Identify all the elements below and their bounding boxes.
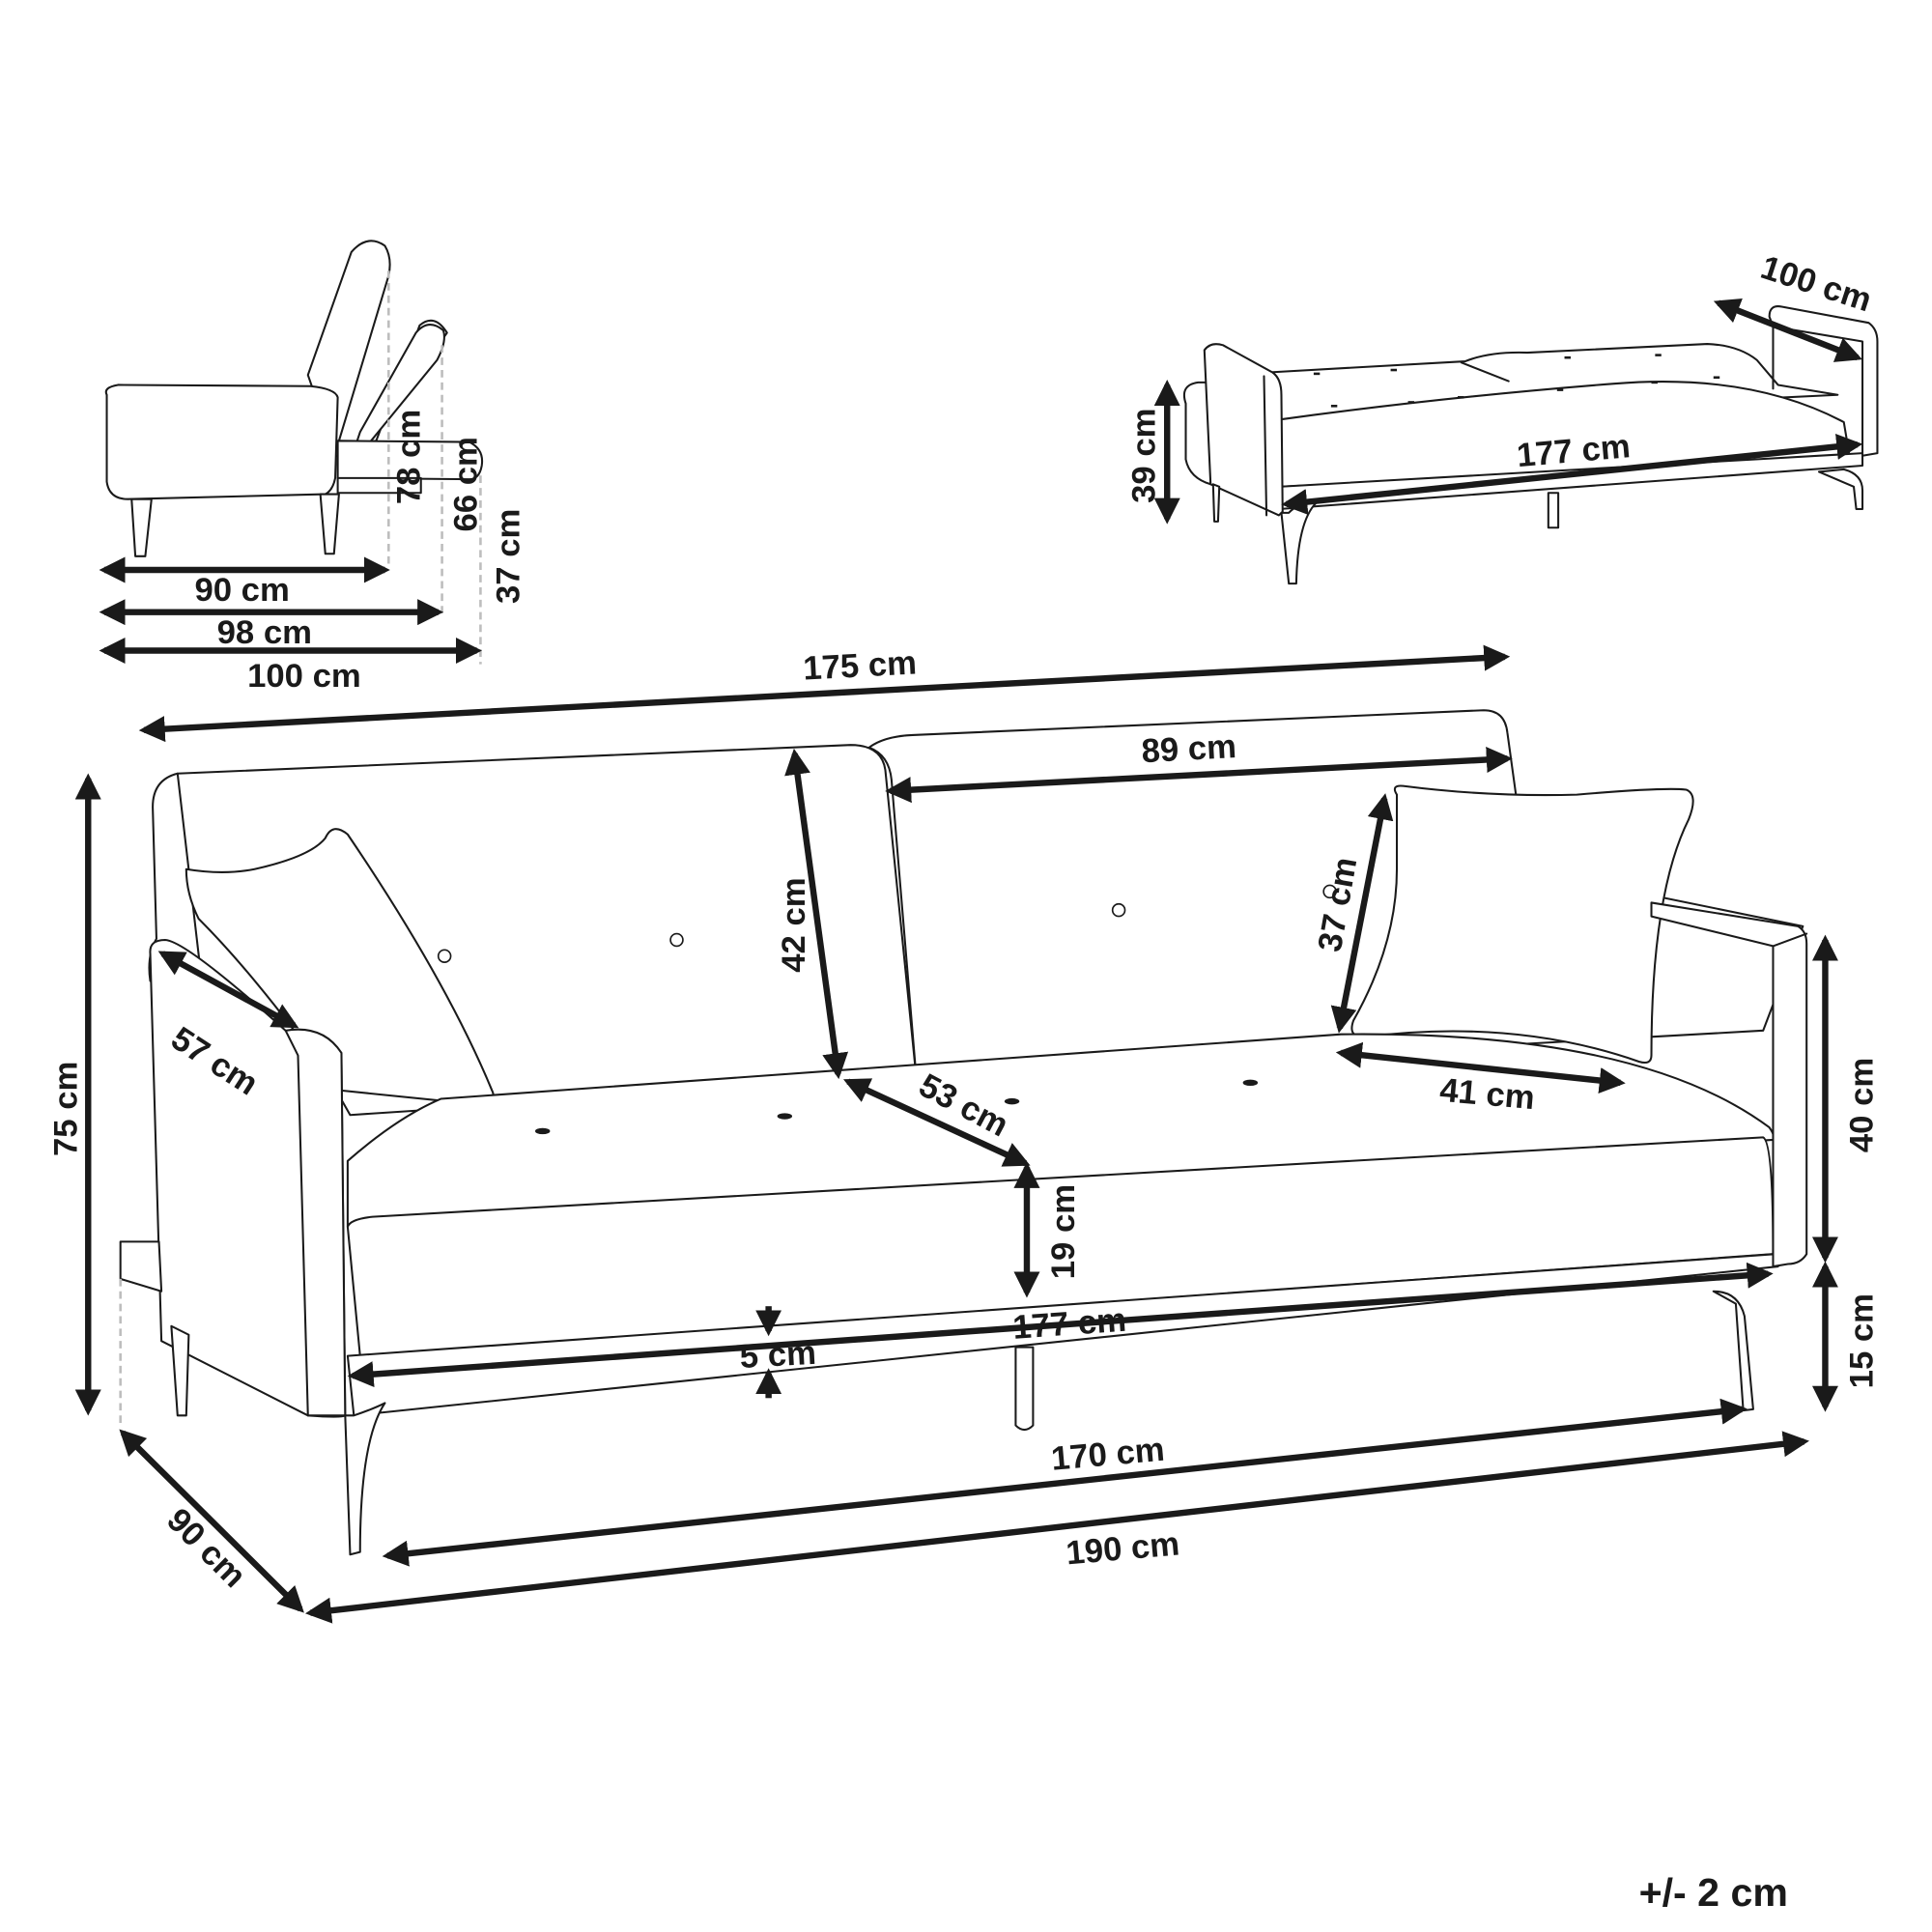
main-leg-front-left: [344, 1402, 386, 1556]
bed-leg-center: [1547, 492, 1560, 529]
main-view: 175 cm 89 cm 42 cm 37 cm 41 cm 57 cm 53 …: [48, 644, 1880, 1624]
main-leg-center: [1014, 1346, 1035, 1432]
main-leg-left-back: [170, 1324, 190, 1417]
dim-main-170: [382, 1398, 1747, 1567]
side-seat-block: [104, 384, 339, 500]
label-armrest-height: 40 cm: [1843, 1058, 1880, 1152]
bed-tufts: [1313, 354, 1720, 408]
side-view: 90 cm 98 cm 100 cm 78 cm 66 cm 37 cm: [99, 240, 526, 695]
main-leg-front-right: [1712, 1290, 1754, 1412]
label-bed-height: 39 cm: [1125, 409, 1162, 503]
label-overall-back-width: 175 cm: [802, 644, 917, 687]
dim-main-41: [1335, 1041, 1626, 1094]
back-button-1: [669, 932, 684, 948]
side-back-reclined-panel: [346, 324, 445, 470]
main-arm-left-face: [284, 1028, 347, 1417]
bed-left-arm: [1203, 343, 1284, 517]
dim-main-42: [784, 748, 849, 1080]
bed-leg-front-left: [1280, 501, 1318, 585]
label-side-width-reclined: 98 cm: [217, 614, 312, 651]
tolerance-note: +/- 2 cm: [1639, 1870, 1788, 1915]
bed-cushion-split: [1460, 361, 1510, 383]
dim-main-57: [157, 951, 299, 1029]
label-leg-height: 15 cm: [1843, 1293, 1880, 1388]
label-backrest-height: 42 cm: [776, 877, 812, 972]
seat-tufts: [534, 1079, 1259, 1135]
dim-main-175: [138, 644, 1511, 743]
bed-view: 39 cm 177 cm 100 cm: [1125, 249, 1879, 585]
main-left-platform: [119, 1240, 163, 1293]
label-seat-length: 177 cm: [1011, 1302, 1127, 1347]
back-button-3: [1111, 902, 1126, 918]
dim-main-90: [119, 1429, 304, 1613]
dim-main-89: [885, 746, 1513, 804]
bed-left-arm-edge: [1263, 375, 1268, 517]
back-button-2: [437, 949, 452, 963]
label-seat-cushion-height: 19 cm: [1045, 1184, 1082, 1279]
dim-main-37: [1330, 793, 1394, 1034]
label-side-width-flat: 100 cm: [247, 658, 361, 695]
label-frame-thickness: 5 cm: [739, 1335, 817, 1376]
bed-leg-front-right: [1818, 468, 1864, 511]
dim-main-190: [304, 1431, 1809, 1624]
main-pillow-right: [1350, 784, 1694, 1065]
label-side-height-flat: 37 cm: [490, 509, 526, 604]
label-overall-height: 75 cm: [48, 1062, 85, 1156]
dim-bed-length: [1281, 433, 1863, 516]
label-pillow-width: 41 cm: [1438, 1072, 1536, 1117]
label-side-height-upright: 78 cm: [390, 410, 427, 504]
label-side-width-seated: 90 cm: [194, 572, 289, 609]
label-seat-section-width: 89 cm: [1141, 728, 1237, 770]
label-overall-width: 190 cm: [1065, 1525, 1181, 1572]
bed-leg-back-left: [1211, 483, 1221, 523]
side-bed-extension: [336, 440, 484, 481]
side-leg-front: [130, 497, 153, 557]
label-side-height-reclined: 66 cm: [448, 437, 485, 531]
main-arm-right-top: [1772, 932, 1808, 948]
dim-main-177: [347, 1262, 1774, 1388]
dim-bed-width: [1713, 298, 1862, 362]
side-frame: [336, 476, 422, 495]
side-leg-back: [319, 493, 340, 555]
dim-main-53: [842, 1078, 1031, 1167]
